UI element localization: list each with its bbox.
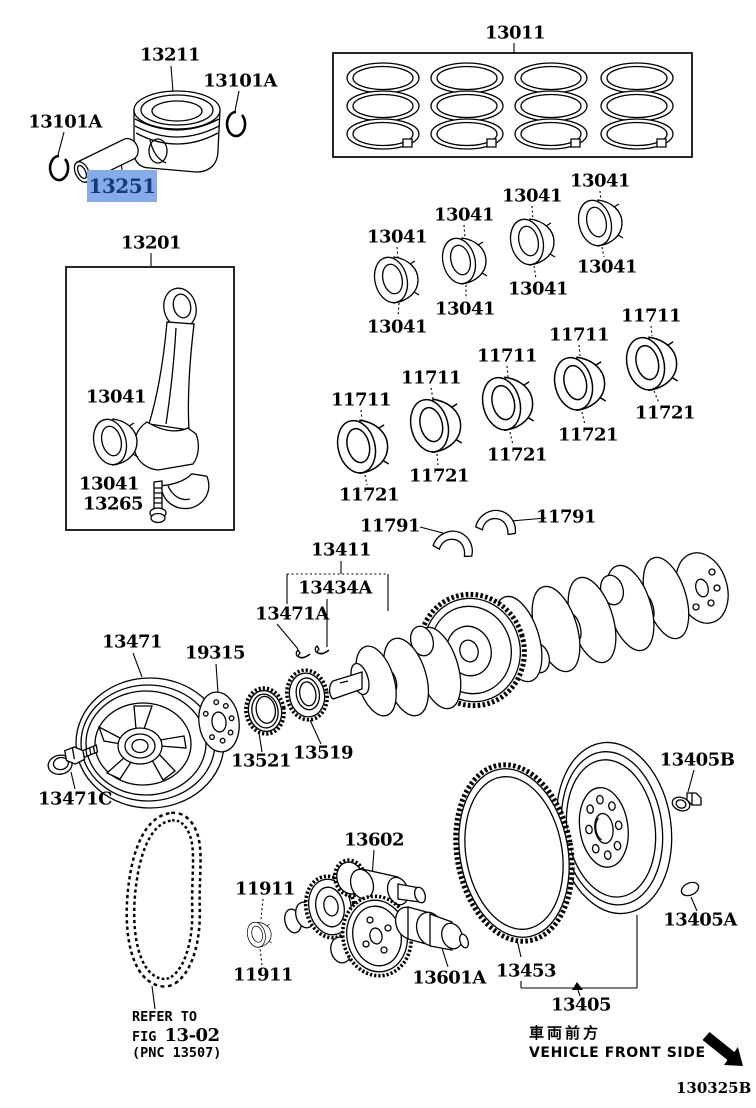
part-label-13201[interactable]: 13201 [120,232,182,254]
part-label-11711-1[interactable]: 11711 [330,389,392,411]
ring-set-box [332,52,693,158]
balance-bearing-drawing [244,919,273,950]
part-label-19315[interactable]: 19315 [184,642,246,664]
refer-note: REFER TO FIG 13-02 (PNC 13507) [132,1010,221,1061]
part-label-13041-b2[interactable]: 13041 [434,298,496,320]
part-label-13521[interactable]: 13521 [230,750,292,772]
part-label-11791-left[interactable]: 11791 [359,515,421,537]
part-label-13041-box[interactable]: 13041 [85,386,147,408]
pulley-bolt-drawing [47,744,99,775]
part-label-13471a[interactable]: 13471A [255,603,329,625]
part-label-11711-5[interactable]: 11711 [620,305,682,327]
part-label-13041-a4[interactable]: 13041 [569,170,631,192]
part-label-13041-b3[interactable]: 13041 [507,278,569,300]
part-label-13453[interactable]: 13453 [495,960,557,982]
front-side-arrow [702,1032,743,1066]
part-label-13434a[interactable]: 13434A [298,577,372,599]
part-label-13041-b1[interactable]: 13041 [366,316,428,338]
part-label-13405[interactable]: 13405 [550,994,612,1016]
part-label-13411[interactable]: 13411 [310,539,372,561]
part-label-11711-3[interactable]: 11711 [476,345,538,367]
flywheel-drawing [555,741,673,915]
crank-clips-drawing [295,644,330,659]
part-label-13101a-left[interactable]: 13101A [28,111,102,133]
part-label-13251-highlighted[interactable]: 13251 [87,170,157,202]
part-label-13041-a1[interactable]: 13041 [366,226,428,248]
snap-ring-left-drawing [48,154,70,182]
timing-chain-drawing [125,811,202,988]
part-label-11911-top[interactable]: 11911 [234,878,296,900]
part-label-13519[interactable]: 13519 [292,742,354,764]
pilot-piece-drawing [680,881,700,897]
part-label-11721-2[interactable]: 11721 [408,465,470,487]
balance-shaft-drawing [284,858,470,978]
conrod-kit-box [65,266,235,531]
leader-lines [57,43,698,1010]
part-label-11721-3[interactable]: 11721 [486,444,548,466]
part-label-13101a-right[interactable]: 13101A [203,70,277,92]
pulley-drawing [75,677,225,809]
part-label-11721-5[interactable]: 11721 [634,402,696,424]
part-label-11791-right[interactable]: 11791 [535,506,597,528]
part-label-13041-box2[interactable]: 13041 [78,473,140,495]
piston-drawing [133,90,221,173]
part-label-11711-2[interactable]: 11711 [400,367,462,389]
refer-note-line3: (PNC 13507) [132,1045,222,1061]
part-label-11711-4[interactable]: 11711 [548,324,610,346]
part-label-13041-b4[interactable]: 13041 [576,256,638,278]
part-label-13211[interactable]: 13211 [139,44,201,66]
diagram-code: 130325B [676,1079,752,1097]
timing-plate-drawing [198,691,240,753]
vehicle-front-label-jp: 車両前方 [529,1024,602,1042]
thrust-washers-drawing [431,507,519,559]
part-label-13471[interactable]: 13471 [101,631,163,653]
refer-note-line2: FIG 13-02 [132,1025,220,1046]
ring-gear-drawing [453,762,575,944]
conrod-bearings-drawing [369,196,624,307]
vehicle-front-label-en: VEHICLE FRONT SIDE [529,1045,706,1061]
part-label-13405b[interactable]: 13405B [659,749,735,771]
crank-gear-drawing [244,686,286,736]
timing-sprocket-drawing [285,668,329,722]
part-label-11911-bottom[interactable]: 11911 [232,964,294,986]
snap-ring-right-drawing [225,110,247,138]
part-label-13265[interactable]: 13265 [82,493,144,515]
refer-note-line1: REFER TO [132,1009,198,1025]
part-label-11721-1[interactable]: 11721 [338,484,400,506]
part-label-11721-4[interactable]: 11721 [557,424,619,446]
part-label-13471c[interactable]: 13471C [38,788,112,810]
part-label-13011[interactable]: 13011 [484,22,546,44]
part-label-13041-a2[interactable]: 13041 [433,204,495,226]
part-label-13601a[interactable]: 13601A [412,967,486,989]
part-label-13405a[interactable]: 13405A [663,909,737,931]
flywheel-bolt-drawing [671,792,702,812]
crankshaft-drawing [328,552,729,717]
part-label-13602[interactable]: 13602 [343,829,405,851]
part-label-13041-a3[interactable]: 13041 [501,185,563,207]
